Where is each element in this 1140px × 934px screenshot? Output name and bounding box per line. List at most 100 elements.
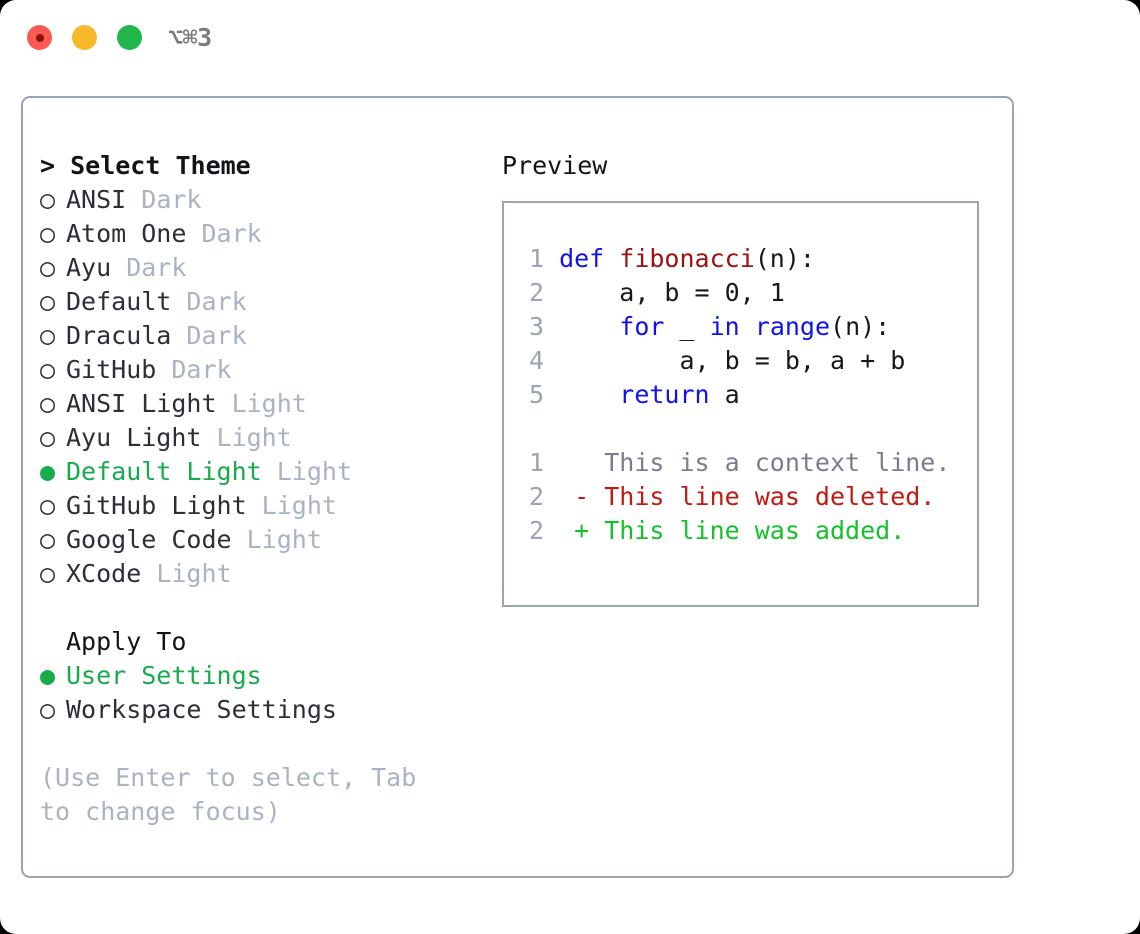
code-token-kw: in	[709, 312, 740, 341]
code-line-number: 3	[528, 312, 544, 341]
code-token-plain	[559, 380, 619, 409]
theme-option-label: ANSI	[66, 185, 127, 214]
code-line-text: a, b = 0, 1	[559, 278, 785, 307]
theme-option-github-light[interactable]: ○ GitHub Light Light	[40, 489, 490, 523]
diff-block: 1 This is a context line.2 - This line w…	[514, 446, 971, 548]
theme-option-label: Dracula	[66, 321, 172, 350]
theme-selection-column: > Select Theme ○ANSI Dark○Atom One Dark○…	[40, 149, 490, 829]
apply-to-list[interactable]: ●User Settings○ Workspace Settings	[40, 659, 490, 727]
code-token-plain: a, b = 0, 1	[559, 278, 785, 307]
theme-option-category: Dark	[171, 287, 247, 316]
code-token-kw: range	[754, 312, 831, 341]
code-token-plain: _	[664, 312, 710, 341]
apply-to-option-label: User Settings	[66, 661, 262, 690]
theme-list[interactable]: ○ANSI Dark○Atom One Dark○Ayu Dark○Defaul…	[40, 183, 490, 591]
theme-option-xcode[interactable]: ○ XCode Light	[40, 557, 490, 591]
theme-option-default[interactable]: ○ Default Dark	[40, 285, 490, 319]
radio-unselected-icon: ○	[40, 423, 56, 452]
code-line: 3 for _ in range(n):	[514, 310, 971, 344]
code-line: 1 def fibonacci(n):	[514, 242, 971, 276]
theme-option-label: Ayu	[66, 253, 112, 282]
theme-option-label: Ayu Light	[66, 423, 202, 452]
theme-option-github[interactable]: ○ GitHub Dark	[40, 353, 490, 387]
theme-option-label: GitHub	[66, 355, 157, 384]
select-theme-header: > Select Theme	[40, 151, 251, 180]
theme-option-category: Light	[141, 559, 232, 588]
radio-unselected-icon: ○	[40, 491, 56, 520]
theme-option-ayu[interactable]: ○ Ayu Dark	[40, 251, 490, 285]
code-line-text: a, b = b, a + b	[559, 346, 905, 375]
code-token-plain	[604, 244, 619, 273]
apply-to-option-user-settings[interactable]: ●User Settings	[40, 659, 490, 693]
code-token-fn: fibonacci	[619, 244, 755, 273]
title-bar: ⌥⌘3	[0, 0, 1140, 78]
theme-option-category: Light	[261, 457, 352, 486]
radio-unselected-icon: ○	[40, 219, 56, 248]
theme-option-label: Google Code	[66, 525, 232, 554]
zoom-button[interactable]	[117, 25, 142, 50]
code-line-number: 4	[528, 346, 544, 375]
code-token-plain: a	[709, 380, 740, 409]
theme-option-category: Dark	[186, 219, 262, 248]
theme-option-google-code[interactable]: ○ Google Code Light	[40, 523, 490, 557]
theme-option-category: Light	[216, 389, 307, 418]
preview-column: Preview 1 def fibonacci(n):2 a, b = 0, 1…	[502, 149, 1002, 607]
theme-option-label: ANSI Light	[66, 389, 217, 418]
code-line: 2 a, b = 0, 1	[514, 276, 971, 310]
theme-option-ayu-light[interactable]: ○ Ayu Light Light	[40, 421, 490, 455]
theme-option-category: Dark	[171, 321, 247, 350]
diff-line-context: 1 This is a context line.	[514, 446, 971, 480]
diff-line-added: 2 + This line was added.	[514, 514, 971, 548]
theme-option-category: Light	[246, 491, 337, 520]
diff-line-text: + This line was added.	[559, 516, 906, 545]
theme-option-label: Atom One	[66, 219, 187, 248]
theme-option-label: Default	[66, 287, 172, 316]
main-panel: > Select Theme ○ANSI Dark○Atom One Dark○…	[21, 96, 1014, 878]
theme-option-atom-one[interactable]: ○ Atom One Dark	[40, 217, 490, 251]
theme-option-category: Dark	[111, 253, 187, 282]
theme-option-category: Dark	[156, 355, 232, 384]
radio-unselected-icon: ○	[40, 287, 56, 316]
radio-unselected-icon: ○	[40, 525, 56, 554]
radio-unselected-icon: ○	[40, 253, 56, 282]
code-token-plain: a, b = b, a + b	[559, 346, 906, 375]
theme-option-dracula[interactable]: ○Dracula Dark	[40, 319, 490, 353]
code-line: 4 a, b = b, a + b	[514, 344, 971, 378]
keyboard-hint-text: (Use Enter to select, Tab to change focu…	[40, 763, 432, 826]
radio-unselected-icon: ○	[40, 695, 56, 724]
theme-option-default-light[interactable]: ● Default Light Light	[40, 455, 490, 489]
code-token-kw: for	[619, 312, 665, 341]
panel-columns: > Select Theme ○ANSI Dark○Atom One Dark○…	[23, 98, 1012, 876]
apply-to-option-label: Workspace Settings	[66, 695, 337, 724]
code-token-plain	[740, 312, 755, 341]
radio-selected-icon: ●	[40, 457, 56, 486]
diff-line-deleted: 2 - This line was deleted.	[514, 480, 971, 514]
code-token-plain	[559, 312, 619, 341]
radio-unselected-icon: ○	[40, 559, 56, 588]
code-diff-spacer	[514, 412, 971, 446]
theme-option-ansi[interactable]: ○ANSI Dark	[40, 183, 490, 217]
theme-option-label: XCode	[66, 559, 142, 588]
diff-line-text: This is a context line.	[559, 448, 951, 477]
code-line-number: 2	[528, 278, 544, 307]
theme-option-label: GitHub Light	[66, 491, 247, 520]
apply-to-header: Apply To	[66, 627, 187, 656]
apply-to-option-workspace-settings[interactable]: ○ Workspace Settings	[40, 693, 490, 727]
code-line: 5 return a	[514, 378, 971, 412]
theme-option-label: Default Light	[66, 457, 262, 486]
theme-option-category: Light	[201, 423, 292, 452]
code-line-number: 1	[528, 244, 544, 273]
theme-option-category: Light	[231, 525, 322, 554]
theme-option-category: Dark	[126, 185, 202, 214]
section-spacer	[40, 591, 490, 625]
code-line-number: 5	[528, 380, 544, 409]
code-token-kw: def	[559, 244, 605, 273]
radio-unselected-icon: ○	[40, 355, 56, 384]
window-controls	[27, 25, 142, 50]
minimize-button[interactable]	[72, 25, 97, 50]
theme-option-ansi-light[interactable]: ○ANSI Light Light	[40, 387, 490, 421]
close-button[interactable]	[27, 25, 52, 50]
